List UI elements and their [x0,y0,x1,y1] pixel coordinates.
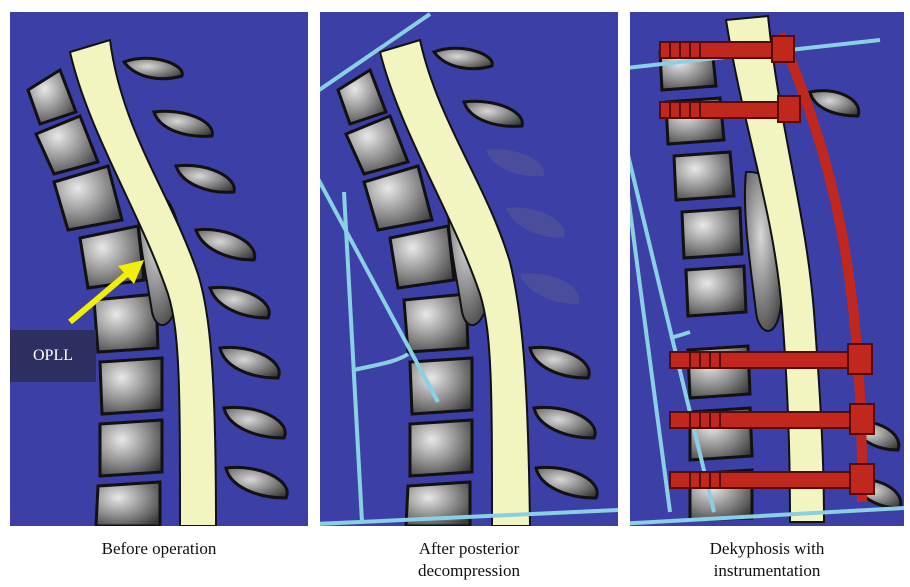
spine-diagram-after [320,12,618,526]
caption-line: Dekyphosis with [630,538,904,560]
spine-diagram-before [10,12,308,526]
caption-after-decompression: After posterior decompression [320,538,618,582]
caption-line: instrumentation [630,560,904,582]
caption-before-operation: Before operation [10,538,308,560]
opll-label: OPLL [10,330,96,382]
panel-before-operation [10,12,308,526]
panel-dekyphosis-instrumentation [630,12,904,526]
panel-after-decompression [320,12,618,526]
caption-line: After posterior [320,538,618,560]
spine-diagram-instrumented [630,12,904,526]
caption-dekyphosis: Dekyphosis with instrumentation [630,538,904,582]
caption-line: Before operation [10,538,308,560]
caption-line: decompression [320,560,618,582]
